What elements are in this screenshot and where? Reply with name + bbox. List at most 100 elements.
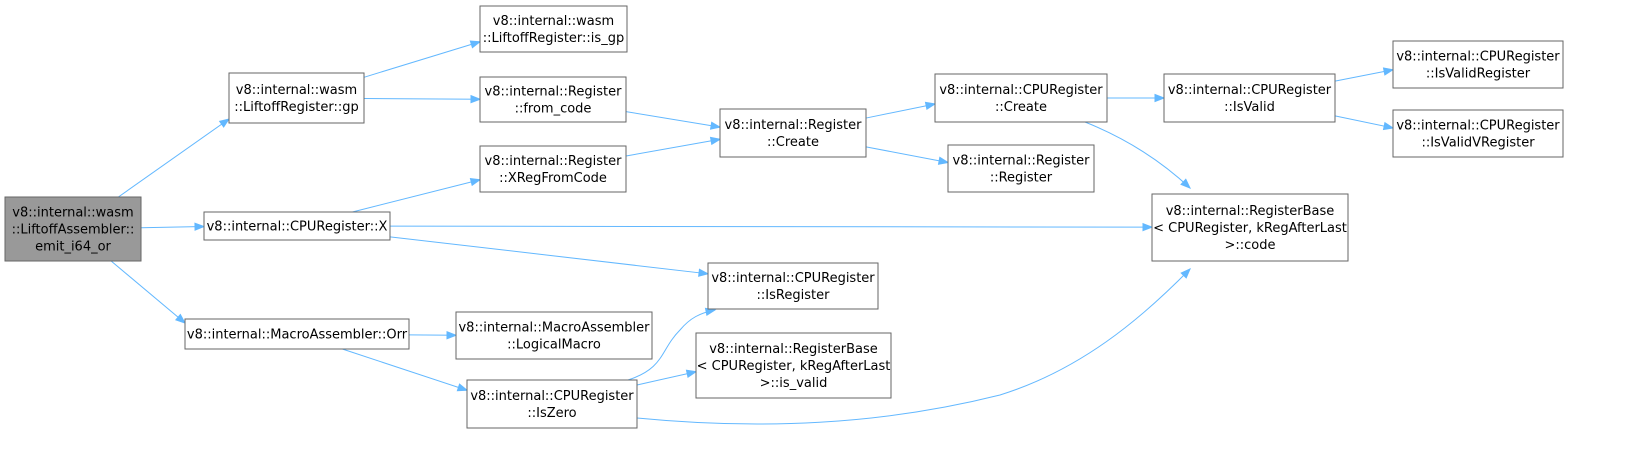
node-label-line: >::code <box>1224 238 1275 253</box>
node-emit-i64-or[interactable]: v8::internal::wasm::LiftoffAssembler::em… <box>4 196 142 262</box>
node-label-line: ::IsRegister <box>757 288 831 303</box>
arrowhead <box>1154 93 1166 103</box>
node-label-line: ::XRegFromCode <box>499 171 607 186</box>
node-label-line: ::LiftoffAssembler:: <box>12 223 135 238</box>
edge-n4-to-n10 <box>865 146 950 165</box>
node-label-line: v8::internal::CPURegister <box>1396 119 1560 134</box>
node-cpuregister-isvalid[interactable]: v8::internal::CPURegister::IsValid <box>1163 73 1336 123</box>
node-registerbase-code[interactable]: v8::internal::RegisterBase< CPURegister,… <box>1151 193 1349 262</box>
node-label-line: ::from_code <box>515 102 592 117</box>
arrowhead <box>709 121 722 130</box>
call-graph-edges <box>110 40 1395 425</box>
node-label-line: v8::internal::Register <box>953 154 1091 169</box>
node-label-line: >::is_valid <box>760 376 828 391</box>
node-label-line: ::IsValidRegister <box>1426 67 1531 82</box>
node-cpuregister-isvalidregister[interactable]: v8::internal::CPURegister::IsValidRegist… <box>1392 40 1564 89</box>
node-label-line: v8::internal::Register <box>485 85 623 100</box>
node-label-line: v8::internal::CPURegister <box>1396 50 1560 65</box>
node-cpuregister-create[interactable]: v8::internal::CPURegister::Create <box>934 73 1108 123</box>
edge-n12-to-n11 <box>352 177 482 213</box>
node-label-line: v8::internal::CPURegister::X <box>207 220 388 235</box>
node-label-line: v8::internal::RegisterBase <box>709 342 878 357</box>
node-label-line: ::IsZero <box>527 406 576 421</box>
arrowhead <box>924 101 937 110</box>
node-liftoffregister-gp[interactable]: v8::internal::wasm::LiftoffRegister::gp <box>228 72 365 124</box>
arrowhead <box>469 40 482 49</box>
node-label-line: v8::internal::MacroAssembler <box>458 321 650 336</box>
node-liftoffregister-is-gp[interactable]: v8::internal::wasm::LiftoffRegister::is_… <box>479 5 628 53</box>
edge-line <box>636 268 1191 425</box>
node-label-line: ::Create <box>767 135 819 150</box>
arrowhead <box>685 369 698 378</box>
edge-n0-to-n1 <box>118 118 231 198</box>
arrowhead <box>446 330 458 340</box>
node-label-line: emit_i64_or <box>35 240 111 255</box>
edge-line <box>352 179 481 213</box>
arrowhead <box>937 156 950 165</box>
node-register-xregfromcode[interactable]: v8::internal::Register::XRegFromCode <box>479 145 627 193</box>
edge-line <box>1334 69 1394 82</box>
node-box <box>4 196 142 262</box>
node-box <box>1151 193 1349 262</box>
node-label-line: < CPURegister, kRegAfterLast <box>1153 221 1347 236</box>
edge-n4-to-n5 <box>865 101 937 119</box>
node-box <box>184 318 410 350</box>
edge-n1-to-n2 <box>363 40 482 78</box>
arrowhead <box>1142 222 1154 232</box>
node-cpuregister-iszero[interactable]: v8::internal::CPURegister::IsZero <box>466 379 638 429</box>
node-macroassembler-logicalmacro[interactable]: v8::internal::MacroAssembler::LogicalMac… <box>455 311 653 360</box>
arrowhead <box>1180 178 1192 189</box>
edge-line <box>636 371 697 386</box>
node-register-create[interactable]: v8::internal::Register::Create <box>719 108 867 158</box>
node-box <box>479 145 627 193</box>
edge-n11-to-n4 <box>625 136 722 157</box>
edge-n0-to-n14 <box>110 260 187 324</box>
arrowhead <box>1382 121 1395 131</box>
edge-n12-to-n9 <box>389 222 1154 232</box>
arrowhead <box>470 94 482 104</box>
arrowhead <box>175 313 187 324</box>
arrowhead <box>709 136 722 146</box>
node-box <box>479 76 627 123</box>
node-cpuregister-x[interactable]: v8::internal::CPURegister::X <box>203 211 391 241</box>
node-label-line: v8::internal::CPURegister <box>470 389 634 404</box>
node-label-line: v8::internal::wasm <box>12 206 133 221</box>
edge-line <box>363 97 481 100</box>
edge-n6-to-n7 <box>1334 67 1395 82</box>
node-cpuregister-isregister[interactable]: v8::internal::CPURegister::IsRegister <box>707 262 879 310</box>
node-cpuregister-isvalidvregister[interactable]: v8::internal::CPURegister::IsValidVRegis… <box>1392 109 1564 158</box>
node-registerbase-is-valid[interactable]: v8::internal::RegisterBase< CPURegister,… <box>695 332 892 399</box>
edge-line <box>389 225 1153 228</box>
node-label-line: v8::internal::CPURegister <box>1168 83 1332 98</box>
node-box <box>707 262 879 310</box>
node-label-line: v8::internal::Register <box>485 154 623 169</box>
node-label-line: ::IsValidVRegister <box>1421 136 1535 151</box>
edge-line <box>342 348 468 391</box>
node-box <box>479 5 628 53</box>
node-box <box>1163 73 1336 123</box>
edge-n16-to-n17 <box>636 369 698 386</box>
edge-line <box>363 41 481 78</box>
node-label-line: ::Create <box>995 100 1047 115</box>
arrowhead <box>1382 67 1395 76</box>
node-label-line: v8::internal::MacroAssembler::Orr <box>187 328 408 343</box>
edge-n1-to-n3 <box>363 94 482 104</box>
edge-n12-to-n13 <box>389 236 710 277</box>
arrowhead <box>698 268 710 277</box>
node-box <box>455 311 653 360</box>
edge-line <box>865 103 936 119</box>
edge-line <box>140 226 205 229</box>
arrowhead <box>1180 268 1191 279</box>
node-macroassembler-orr[interactable]: v8::internal::MacroAssembler::Orr <box>184 318 410 350</box>
call-graph-nodes: v8::internal::wasm::LiftoffAssembler::em… <box>4 5 1564 429</box>
node-box <box>203 211 391 241</box>
edge-n5-to-n9 <box>1084 121 1192 189</box>
node-box <box>695 332 892 399</box>
node-box <box>466 379 638 429</box>
node-box <box>934 73 1108 123</box>
node-register-register[interactable]: v8::internal::Register::Register <box>947 144 1095 193</box>
node-register-from-code[interactable]: v8::internal::Register::from_code <box>479 76 627 123</box>
node-label-line: ::LiftoffRegister::gp <box>234 100 359 115</box>
node-box <box>1392 109 1564 158</box>
